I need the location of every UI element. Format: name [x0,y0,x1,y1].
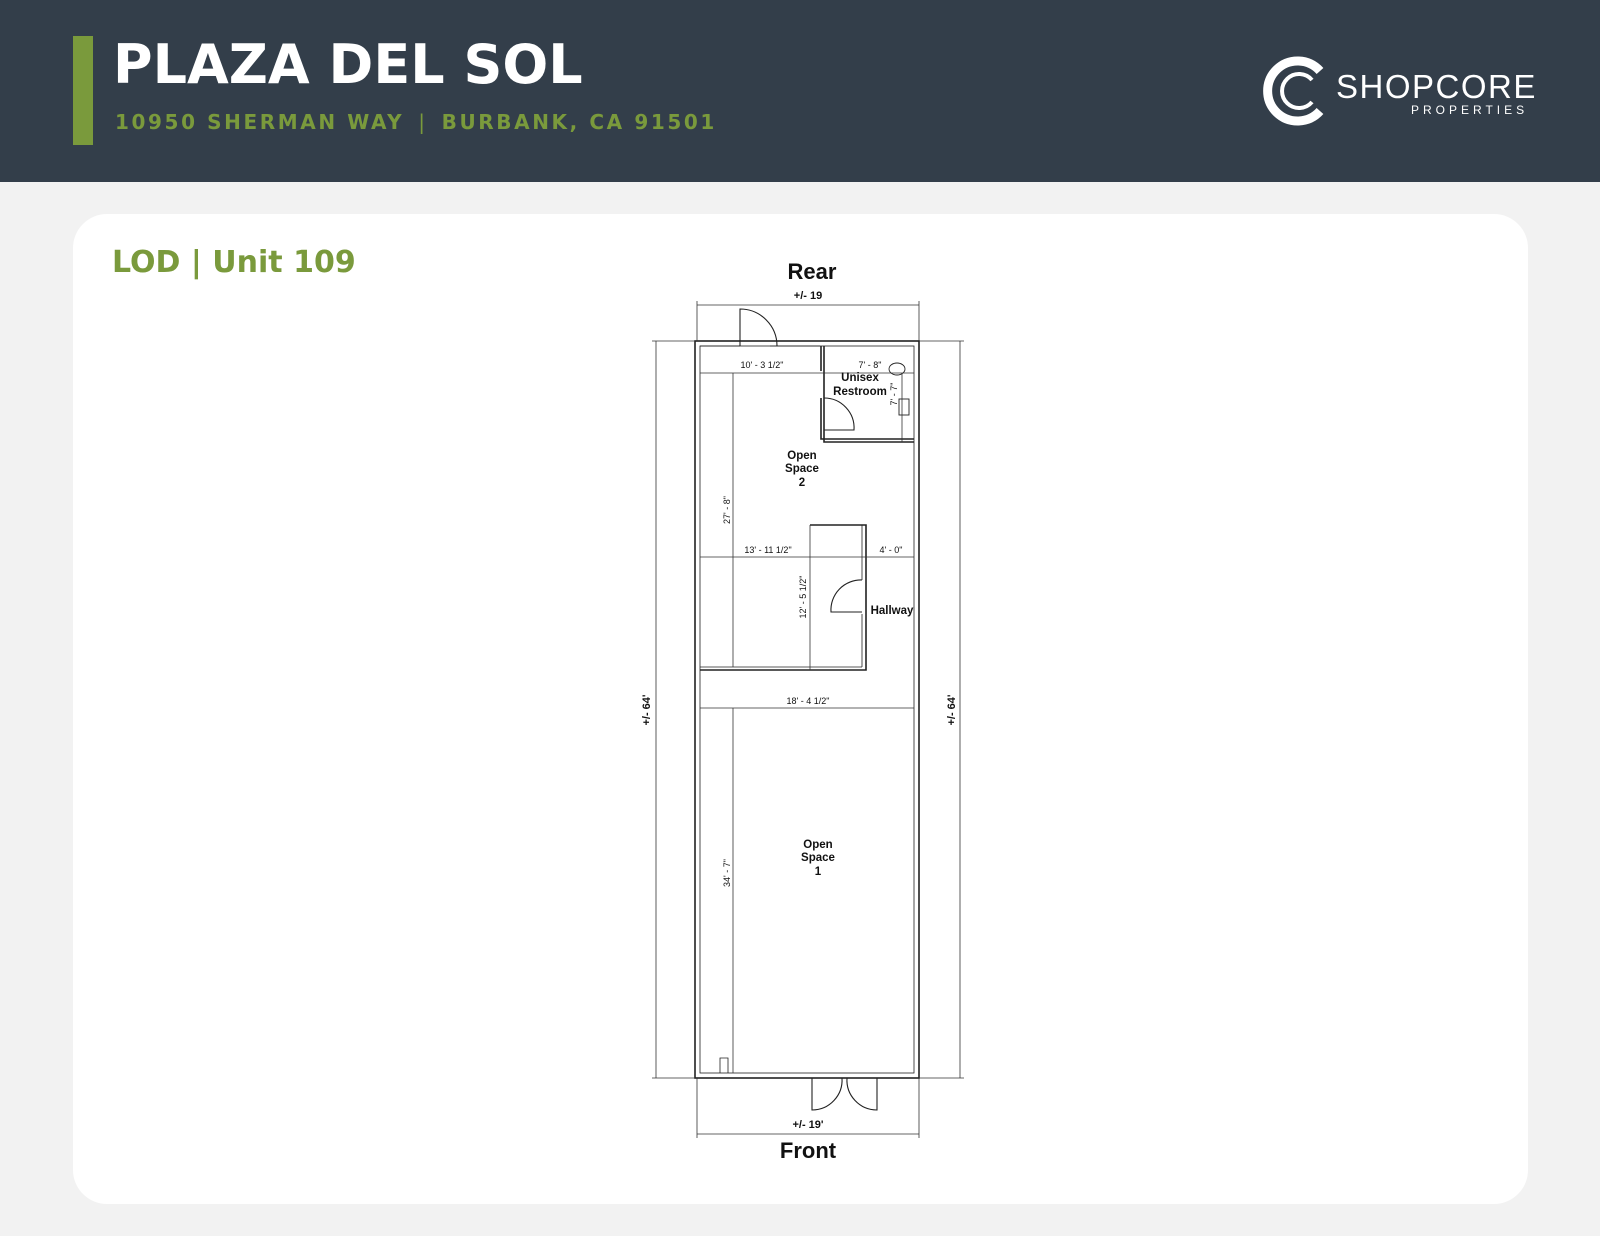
header-banner: PLAZA DEL SOL 10950 SHERMAN WAY | BURBANK,… [0,0,1600,182]
dim-open2-depth: 27' - 8" [722,496,732,524]
dim-restroom-depth: 7' - 7" [889,383,899,406]
brand-subtitle: PROPERTIES [1411,103,1529,117]
open-space-2-line2: Space [785,463,819,475]
dim-open1-width: 18' - 4 1/2" [787,696,830,706]
rear-door [739,308,778,347]
restroom-wall [823,346,914,443]
open-space-1-line1: Open [803,839,832,851]
address-separator: | [418,110,428,134]
hallway-label: Hallway [871,605,914,617]
restroom-label-line2: Restroom [833,386,887,398]
outer-wall [694,340,920,1079]
dim-rear-room-width: 10' - 3 1/2" [741,360,784,370]
dim-mid-room-width: 13' - 11 1/2" [744,545,791,555]
dim-open1-depth: 34' - 7" [722,859,732,887]
rear-width-dim: +/- 19 [794,290,822,302]
open-space-1-line3: 1 [815,866,822,878]
restroom-door [823,397,855,431]
open-space-1-line2: Space [801,852,835,864]
rear-label: Rear [788,259,837,284]
front-width-dim: +/- 19' [792,1119,823,1131]
dim-hallway-width: 4' - 0" [880,545,903,555]
restroom-wall-inner [820,346,914,440]
right-depth-dim: +/- 64' [946,694,958,725]
front-column [719,1057,729,1073]
dim-mid-room-depth: 12' - 5 1/2" [798,576,808,619]
hallway-door [830,579,863,613]
address-city: BURBANK, CA 91501 [441,110,717,134]
toilet-icon [888,362,906,376]
unit-title: LOD | Unit 109 [112,245,356,280]
open-space-2-line3: 2 [799,477,805,489]
front-door-left [811,1077,843,1111]
front-label: Front [780,1138,837,1163]
shopcore-logo-icon [1263,56,1324,126]
dim-restroom-width: 7' - 8" [859,360,882,370]
open-space-2-line1: Open [787,450,816,462]
property-title: PLAZA DEL SOL [113,33,583,96]
content-card [73,214,1528,1204]
accent-bar [73,36,93,145]
front-door-right [846,1077,878,1111]
restroom-label-line1: Unisex [841,372,879,384]
property-address: 10950 SHERMAN WAY | BURBANK, CA 91501 [115,112,717,132]
brand-name: SHOPCORE [1336,68,1537,105]
mid-room-wall [700,524,867,671]
sink-icon [898,398,910,416]
address-street: 10950 SHERMAN WAY [115,110,405,134]
left-depth-dim: +/- 64' [641,694,653,725]
